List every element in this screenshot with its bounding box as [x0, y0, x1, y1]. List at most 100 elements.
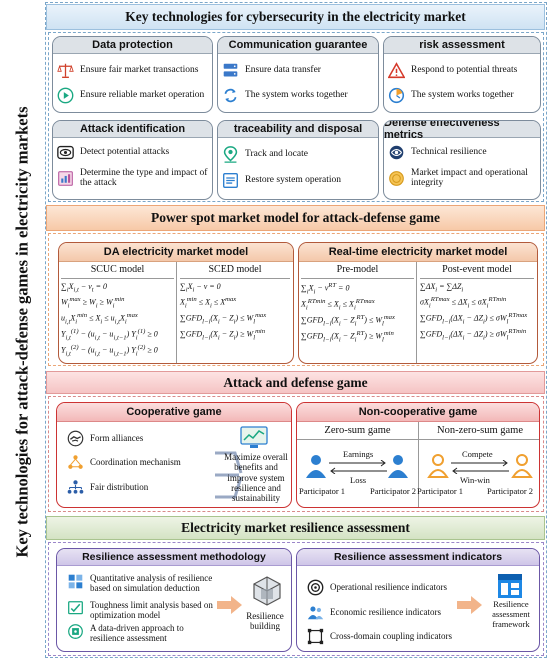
- card-risk-assessment: risk assessment Respond to potential thr…: [383, 36, 541, 113]
- org-chart-icon: [67, 480, 84, 494]
- merge-arrows: [215, 451, 243, 499]
- loss-label: Loss: [350, 475, 367, 485]
- win-win-label: Win-win: [460, 475, 490, 485]
- card-traceability: traceability and disposal Track and loca…: [217, 120, 379, 200]
- item-label: Form alliances: [90, 433, 144, 444]
- network-icon: [389, 145, 404, 160]
- item-label: Ensure fair market transactions: [80, 65, 199, 76]
- person-icon: [306, 455, 326, 478]
- framework-window-icon: [498, 574, 522, 598]
- scuc-title: SCUC model: [90, 264, 145, 275]
- framework-label: Resilience assessment framework: [492, 599, 530, 629]
- item-label: Ensure reliable market operation: [80, 90, 205, 101]
- ai-chip-icon: [68, 624, 83, 639]
- item-label: Respond to potential threats: [411, 65, 518, 76]
- card-defense-metrics: Defense effectiveness metrics Technical …: [383, 120, 541, 200]
- participator-1-label: Participator 1: [299, 486, 346, 496]
- item-label: Technical resilience: [411, 147, 487, 158]
- dashboard-icon: [240, 426, 268, 448]
- card-resilience-methodology: Resilience assessment methodology Quanti…: [56, 548, 292, 652]
- coin-icon: [389, 171, 404, 186]
- item-label: Operational resilience indicators: [330, 582, 447, 593]
- card-title: Cooperative game: [57, 403, 291, 422]
- card-title: Real-time electricity market model: [299, 243, 537, 262]
- card-title: Defense effectiveness metrics: [384, 121, 540, 141]
- cooperative-result: Maximize overall benefits and improve sy…: [224, 452, 288, 504]
- card-attack-identification: Attack identification Detect potential a…: [52, 120, 213, 200]
- section-title-attack-defense: Attack and defense game: [46, 371, 545, 394]
- compete-label: Compete: [462, 449, 493, 459]
- zero-sum-column: Zero-sum game Earnings Loss Participator…: [297, 422, 419, 507]
- item-label: Coordination mechanism: [90, 457, 181, 468]
- item-label: Ensure data transfer: [245, 65, 321, 76]
- section-power-spot-frame: [48, 233, 544, 366]
- item-label: Detect potential attacks: [80, 147, 170, 158]
- exchange-arrows: [329, 460, 387, 474]
- section-attack-defense-frame: [48, 396, 544, 512]
- section-cybersecurity-frame: [48, 32, 544, 202]
- sced-column: SCED model ∑iXi − v = 0 Ximin ≤ Xi ≤ Xma…: [177, 262, 293, 363]
- side-title: Key technologies for attack-defense game…: [13, 106, 32, 558]
- exchange-arrows: [451, 460, 509, 474]
- nodes-icon: [307, 628, 324, 645]
- card-title: Resilience assessment methodology: [57, 549, 291, 566]
- card-non-cooperative-game: Non-cooperative game Zero-sum game Earni…: [296, 402, 540, 508]
- person-icon: [511, 454, 533, 478]
- sced-equations: ∑iXi − v = 0 Ximin ≤ Xi ≤ Xmax ∑GFDl−i(X…: [180, 278, 290, 343]
- card-resilience-indicators: Resilience assessment indicators Operati…: [296, 548, 540, 652]
- participator-2-label: Participator 2: [487, 486, 534, 496]
- card-da-market-model: DA electricity market model SCUC model ∑…: [58, 242, 294, 364]
- person-icon: [427, 454, 449, 478]
- pre-model-equations: ∑iXi − vRT = 0 XiRTmin ≤ Xi ≤ XiRTmax ∑G…: [301, 278, 414, 345]
- scuc-equations: ∑iXi,t − vt = 0 Wimax ≥ Wi ≥ Wimin ui,tX…: [61, 278, 174, 359]
- item-label: Track and locate: [245, 149, 308, 160]
- zero-sum-title: Zero-sum game: [324, 425, 391, 436]
- card-title: Resilience assessment indicators: [297, 549, 539, 566]
- non-zero-sum-title: Non-zero-sum game: [436, 425, 523, 436]
- item-label: Determine the type and impact of the att…: [80, 168, 208, 189]
- location-pin-icon: [223, 146, 238, 163]
- handshake-icon: [67, 430, 84, 447]
- participator-2-label: Participator 2: [370, 486, 417, 496]
- post-event-title: Post-event model: [442, 264, 512, 275]
- resilience-building-label: Resilience building: [246, 611, 284, 632]
- users-icon: [307, 606, 324, 620]
- gauge-icon: [388, 87, 405, 104]
- grid-chart-icon: [68, 574, 83, 589]
- scales-icon: [57, 63, 74, 78]
- target-icon: [307, 579, 324, 596]
- earnings-label: Earnings: [343, 449, 374, 459]
- item-label: Restore system operation: [245, 175, 342, 186]
- section-title-cybersecurity: Key technologies for cybersecurity in th…: [46, 4, 545, 30]
- list-document-icon: [223, 173, 238, 188]
- item-label: Economic resilience indicators: [330, 607, 441, 618]
- card-title: risk assessment: [384, 37, 540, 54]
- card-real-time-market-model: Real-time electricity market model Pre-m…: [298, 242, 538, 364]
- sync-icon: [224, 88, 237, 103]
- item-label: Toughness limit analysis based on optimi…: [90, 600, 213, 621]
- card-title: traceability and disposal: [218, 121, 378, 138]
- server-icon: [223, 63, 238, 77]
- sced-title: SCED model: [208, 264, 262, 275]
- play-icon: [57, 87, 74, 104]
- post-event-equations: ∑ΔXi = ∑ΔZi σXiRTmax ≤ ΔXi ≤ σXiRTmin ∑G…: [420, 278, 534, 343]
- card-data-protection: Data protection Ensure fair market trans…: [52, 36, 213, 113]
- card-title: Communication guarantee: [218, 37, 378, 54]
- section-resilience-frame: [48, 542, 544, 656]
- warning-icon: [388, 62, 405, 79]
- pre-model-title: Pre-model: [336, 264, 379, 275]
- card-title: Non-cooperative game: [297, 403, 539, 422]
- hierarchy-icon: [68, 455, 83, 469]
- right-arrow: [457, 596, 482, 614]
- non-zero-sum-column: Non-zero-sum game Compete Win-win Partic…: [417, 422, 539, 507]
- item-label: The system works together: [411, 90, 514, 101]
- card-communication: Communication guarantee Ensure data tran…: [217, 36, 379, 113]
- post-event-column: Post-event model ∑ΔXi = ∑ΔZi σXiRTmax ≤ …: [417, 262, 537, 363]
- person-icon: [388, 455, 408, 478]
- section-title-power-spot-market: Power spot market model for attack-defen…: [46, 205, 545, 231]
- card-title: Data protection: [53, 37, 212, 54]
- section-title-resilience: Electricity market resilience assessment: [46, 516, 545, 540]
- item-label: A data-driven approach to resilience ass…: [90, 623, 184, 644]
- right-arrow: [217, 596, 242, 614]
- scuc-column: SCUC model ∑iXi,t − vt = 0 Wimax ≥ Wi ≥ …: [59, 262, 177, 363]
